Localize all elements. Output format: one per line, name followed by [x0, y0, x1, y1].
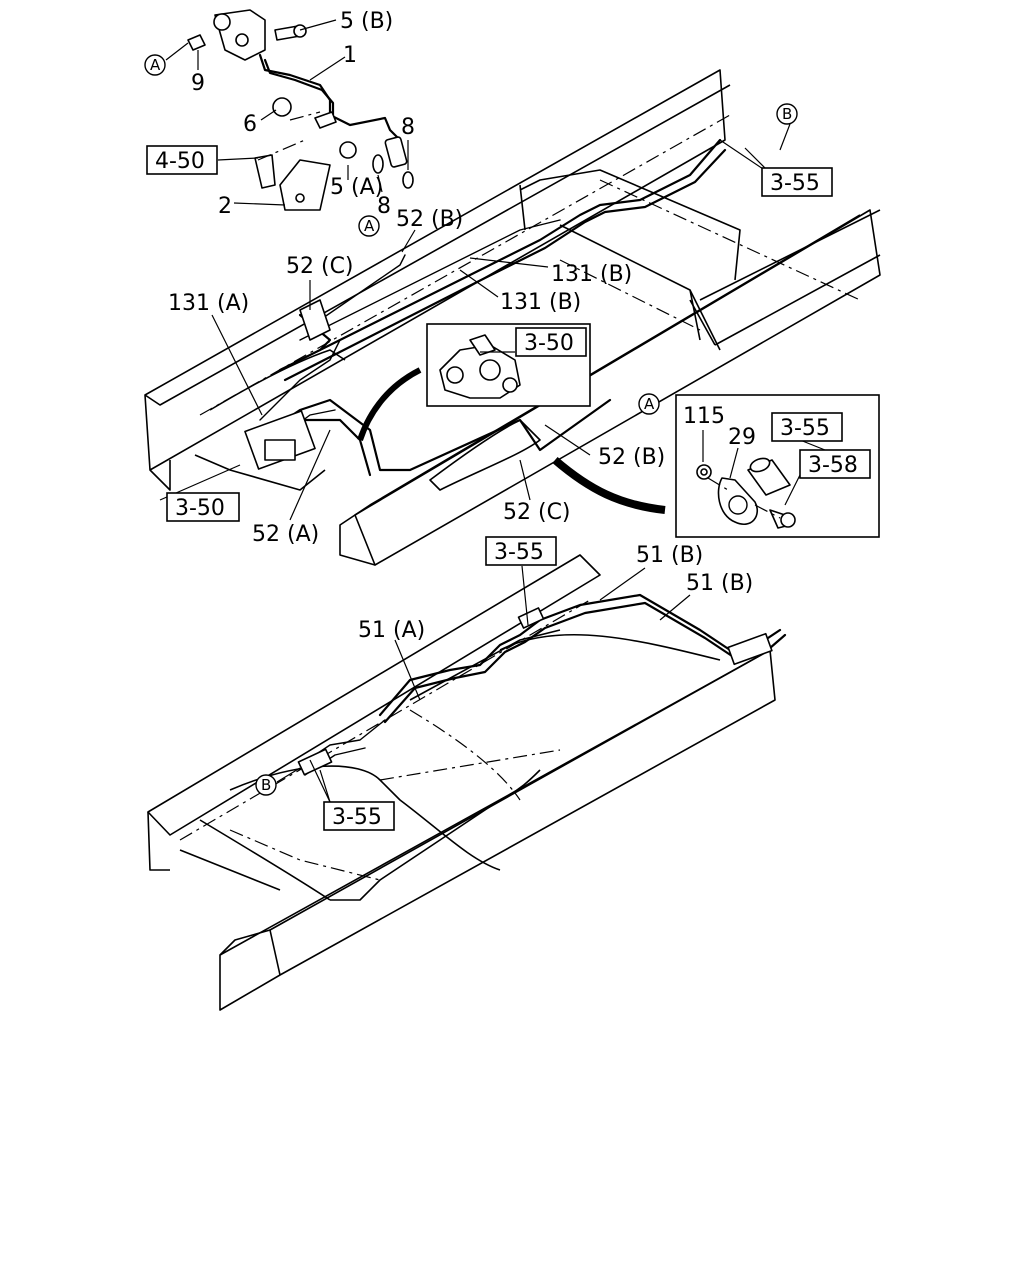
callout-6: 6 — [243, 112, 257, 137]
ref-3-50-inset: 3-50 — [524, 331, 574, 356]
callout-labels: 5 (B) 1 9 6 8 5 (A) 8 2 52 (B) 52 (C) 13… — [168, 9, 756, 643]
ref-3-55-top: 3-55 — [770, 171, 820, 196]
top-exploded-parts — [187, 9, 414, 211]
marker-a-top: A — [150, 56, 161, 74]
ref-3-50-left: 3-50 — [175, 496, 225, 521]
ref-4-50: 4-50 — [155, 149, 205, 174]
ref-3-58-detail: 3-58 — [808, 453, 858, 478]
callout-51b-2: 51 (B) — [686, 571, 753, 596]
callout-52a: 52 (A) — [252, 522, 319, 547]
marker-b-lower: B — [261, 776, 271, 794]
callout-131a: 131 (A) — [168, 291, 249, 316]
callout-115: 115 — [683, 404, 725, 429]
circle-markers: A B A A B — [144, 54, 798, 796]
reference-boxes: 4-50 3-55 3-50 3-50 3-55 3-58 3-55 3-55 — [146, 145, 871, 831]
callout-51b-1: 51 (B) — [636, 543, 703, 568]
lower-brake-pipes — [297, 593, 787, 776]
callout-131b-2: 131 (B) — [500, 290, 581, 315]
callout-52c-top: 52 (C) — [286, 254, 354, 279]
detail-pointer-arrow — [552, 456, 666, 514]
callout-8-lower: 8 — [377, 194, 391, 219]
callout-2: 2 — [218, 194, 232, 219]
marker-a-52b: A — [364, 217, 375, 235]
marker-a-right: A — [644, 395, 655, 413]
lower-chassis-frame — [147, 554, 776, 1011]
ref-3-55-detail: 3-55 — [780, 416, 830, 441]
callout-52b-top: 52 (B) — [396, 207, 463, 232]
ref-3-55-lower-top: 3-55 — [494, 540, 544, 565]
callout-1: 1 — [343, 43, 357, 68]
callout-52c-mid: 52 (C) — [503, 500, 571, 525]
marker-b-top: B — [782, 105, 792, 123]
callout-5b: 5 (B) — [340, 9, 393, 34]
callout-29: 29 — [728, 425, 756, 450]
callout-9: 9 — [191, 71, 205, 96]
inset-pointer-arrow — [357, 367, 422, 441]
callout-131b-1: 131 (B) — [551, 262, 632, 287]
callout-52b-mid: 52 (B) — [598, 445, 665, 470]
callout-51a: 51 (A) — [358, 618, 425, 643]
ref-3-55-lower-bottom: 3-55 — [332, 805, 382, 830]
upper-brake-pipes — [244, 138, 727, 477]
callout-5a: 5 (A) — [330, 175, 383, 200]
upper-chassis-frame — [144, 69, 881, 566]
callout-8-upper: 8 — [401, 115, 415, 140]
